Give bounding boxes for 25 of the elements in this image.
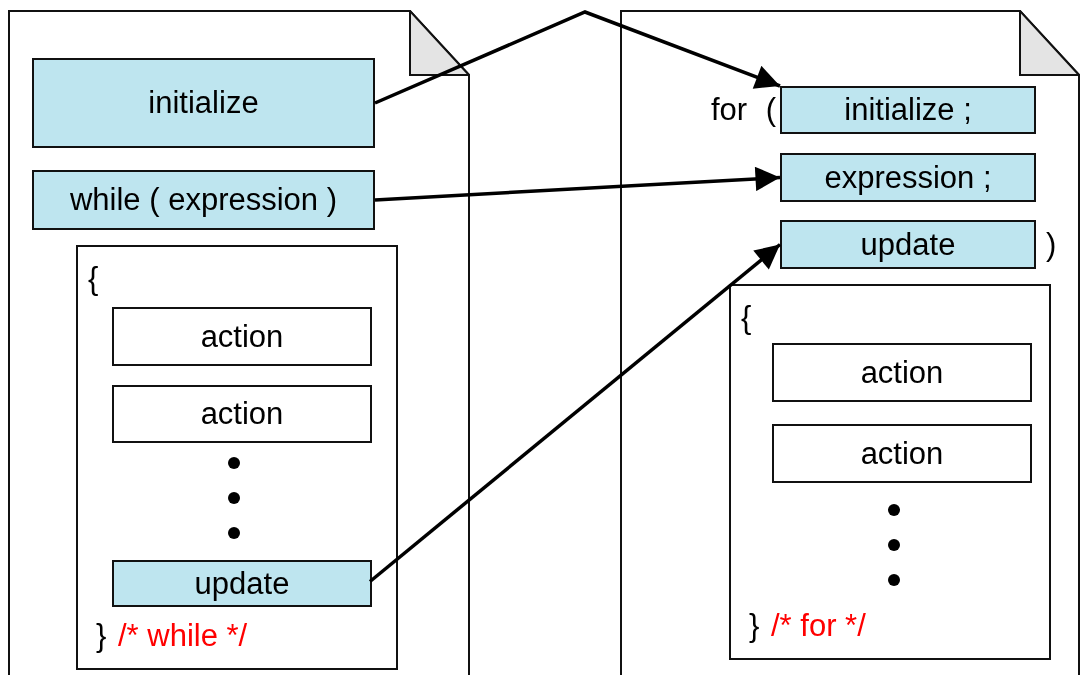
code-box: action bbox=[772, 424, 1032, 483]
arrow bbox=[374, 10, 781, 105]
code-comment: /* for */ bbox=[771, 608, 866, 644]
opening-brace: { bbox=[88, 261, 99, 297]
closing-brace: } bbox=[96, 618, 107, 654]
code-box: action bbox=[112, 385, 372, 443]
code-text: ) bbox=[1046, 226, 1057, 263]
document-page bbox=[8, 10, 470, 675]
code-box: update bbox=[780, 220, 1036, 269]
code-box: update bbox=[112, 560, 372, 607]
code-comment: /* while */ bbox=[118, 618, 248, 654]
code-block bbox=[729, 284, 1051, 660]
code-block bbox=[76, 245, 398, 670]
arrow bbox=[374, 166, 781, 202]
code-text: for ( bbox=[710, 92, 776, 128]
code-box: initialize bbox=[32, 58, 375, 148]
code-box: expression ; bbox=[780, 153, 1036, 202]
code-box: action bbox=[112, 307, 372, 366]
document-page bbox=[620, 10, 1080, 675]
code-box: while ( expression ) bbox=[32, 170, 375, 230]
opening-brace: { bbox=[741, 300, 752, 336]
code-box: initialize ; bbox=[780, 86, 1036, 134]
closing-brace: } bbox=[749, 608, 760, 644]
code-box: action bbox=[772, 343, 1032, 402]
arrow bbox=[368, 243, 782, 583]
